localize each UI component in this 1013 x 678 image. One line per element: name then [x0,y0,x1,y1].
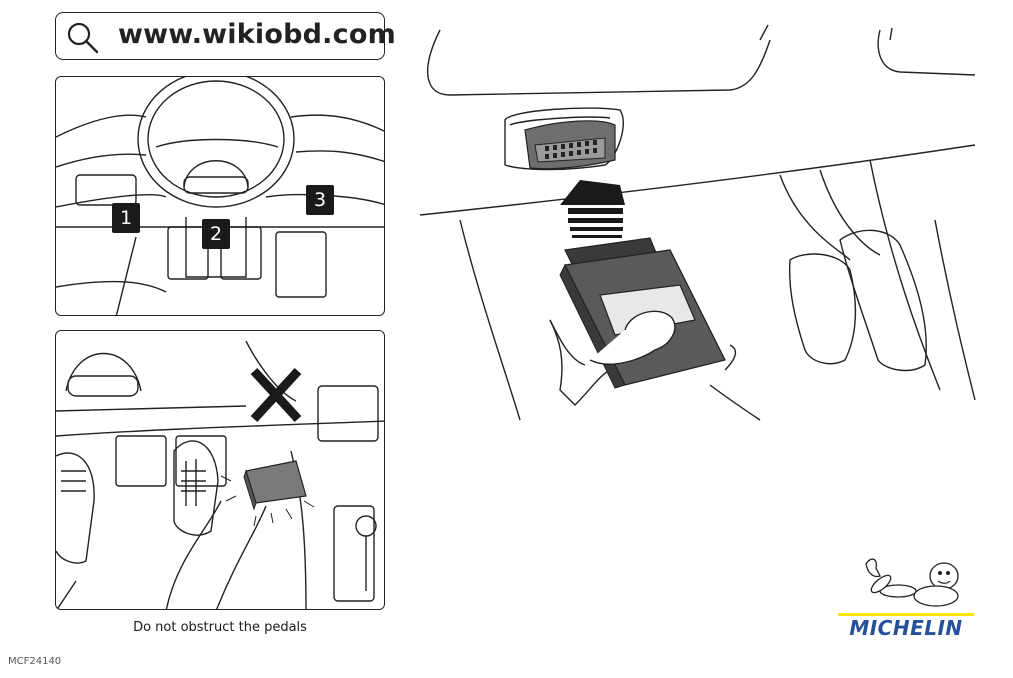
dashboard-panel: 1 2 3 [55,76,385,316]
arrow-up-icon [560,180,625,238]
brand-name: MICHELIN [849,616,963,640]
michelin-brand: MICHELIN [836,556,976,640]
search-icon [67,22,99,54]
pedal-warning-illustration [56,340,384,609]
dashboard-illustration [56,77,384,315]
brand-accent-bar [838,613,974,616]
search-bar: www.wikiobd.com [55,12,396,60]
pedal-warning-panel [55,330,385,610]
location-badge-2: 2 [202,219,230,249]
obd-plug-illustration [419,24,976,421]
pedal-caption: Do not obstruct the pedals [133,620,307,635]
michelin-man-logo [865,558,959,607]
location-badge-3: 3 [306,185,334,215]
reference-code: MCF24140 [8,656,62,667]
cross-icon [250,367,302,423]
website-url: www.wikiobd.com [118,19,396,50]
location-badge-1: 1 [112,203,140,233]
